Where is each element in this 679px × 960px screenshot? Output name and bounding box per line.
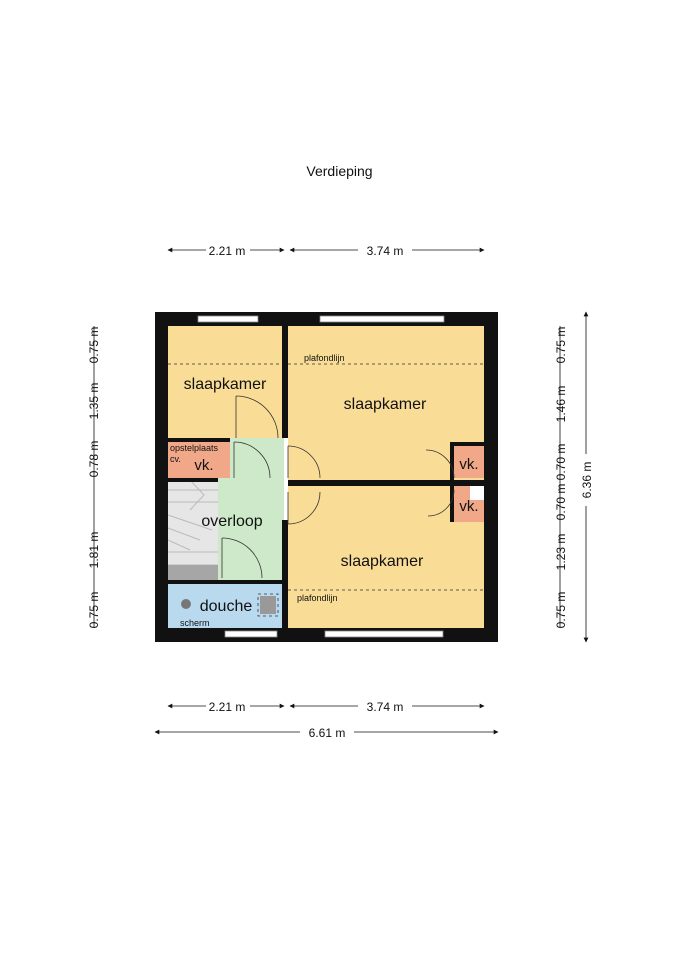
dim-right-3: 0.70 m	[554, 444, 568, 481]
dim-left-4: 1.81 m	[87, 532, 101, 569]
ceiling-lines	[168, 363, 484, 617]
closet-right-top	[454, 446, 484, 478]
label-closet-right-bottom: vk.	[459, 498, 478, 515]
label-ceiling-top: plafondlijn	[304, 353, 345, 363]
dim-bottom-2: 3.74 m	[367, 700, 404, 714]
dim-right-6: 0.75 m	[554, 592, 568, 629]
dim-left-1: 0.75 m	[87, 327, 101, 364]
dim-top-1: 2.21 m	[209, 244, 246, 258]
toilet-icon	[260, 596, 276, 614]
label-shower: douche	[200, 598, 253, 615]
shower-drain-icon	[181, 599, 191, 609]
dim-left-2: 1.35 m	[87, 383, 101, 420]
windows	[197, 315, 445, 638]
doors	[221, 395, 455, 579]
dimension-right	[559, 311, 589, 643]
label-closet-left: vk.	[194, 457, 213, 474]
dim-right-4: 0.70 m	[554, 484, 568, 521]
label-bedroom-bottom-right: slaapkamer	[341, 553, 424, 570]
storage-closet-left	[168, 442, 230, 478]
dim-left-3: 0.78 m	[87, 441, 101, 478]
dim-right-total: 6.36 m	[580, 462, 594, 499]
dim-right-2: 1.46 m	[554, 386, 568, 423]
closet-right-bottom-white	[470, 486, 484, 500]
dim-bottom-total: 6.61 m	[309, 726, 346, 740]
label-landing: overloop	[201, 513, 262, 530]
dim-top-2: 3.74 m	[367, 244, 404, 258]
label-bedroom-top-left: slaapkamer	[184, 376, 267, 393]
dim-bottom-1: 2.21 m	[209, 700, 246, 714]
dim-right-1: 0.75 m	[554, 327, 568, 364]
label-screen: scherm	[180, 618, 210, 628]
page-title: Verdieping	[306, 163, 373, 179]
label-bedroom-top-right: slaapkamer	[344, 396, 427, 413]
bedroom-top-left	[168, 326, 282, 438]
label-storage-sub: cv.	[170, 454, 181, 464]
dim-left-5: 0.75 m	[87, 592, 101, 629]
dim-right-5: 1.23 m	[554, 534, 568, 571]
label-ceiling-bottom: plafondlijn	[297, 593, 338, 603]
dimension-bottom	[154, 703, 499, 735]
label-closet-right-top: vk.	[459, 456, 478, 473]
staircase	[167, 479, 218, 580]
label-storage: opstelplaats	[170, 443, 219, 453]
